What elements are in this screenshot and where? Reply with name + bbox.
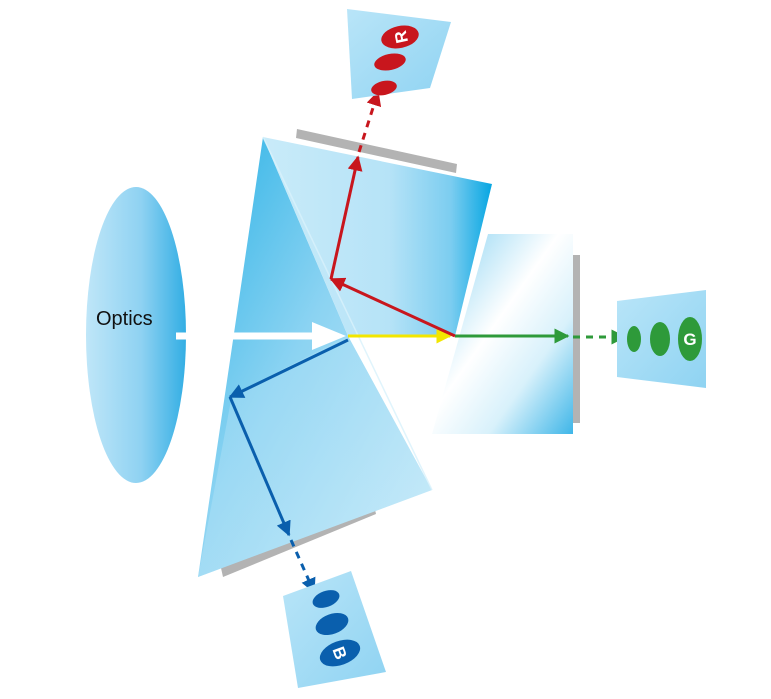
- blue-ray-down: [228, 396, 291, 537]
- red-channel-label: R: [391, 29, 412, 45]
- green-sensor-card: G: [617, 290, 706, 388]
- red-prism: [263, 137, 492, 336]
- red-sensor-strip: [296, 129, 457, 173]
- green-prism-block: [432, 234, 573, 434]
- incoming-light-arrowhead: [312, 322, 346, 350]
- green-sensor-strip: [571, 255, 580, 423]
- optics-label: Optics: [96, 308, 153, 330]
- red-sensor-card: R: [347, 9, 451, 99]
- blue-prism-lower-face: [198, 336, 432, 577]
- red-ray-up: [329, 155, 363, 280]
- green-channel-label: G: [683, 330, 696, 349]
- blue-ray-reflection: [228, 338, 349, 399]
- optics-lens: [86, 187, 186, 483]
- blue-sensor-card: B: [283, 571, 386, 688]
- blue-ray-dashed: [289, 539, 316, 594]
- blue-channel-label: B: [329, 644, 351, 662]
- red-ray-reflection: [329, 277, 456, 338]
- dichroic-interface: [262, 136, 433, 491]
- red-ray-dashed: [357, 90, 382, 153]
